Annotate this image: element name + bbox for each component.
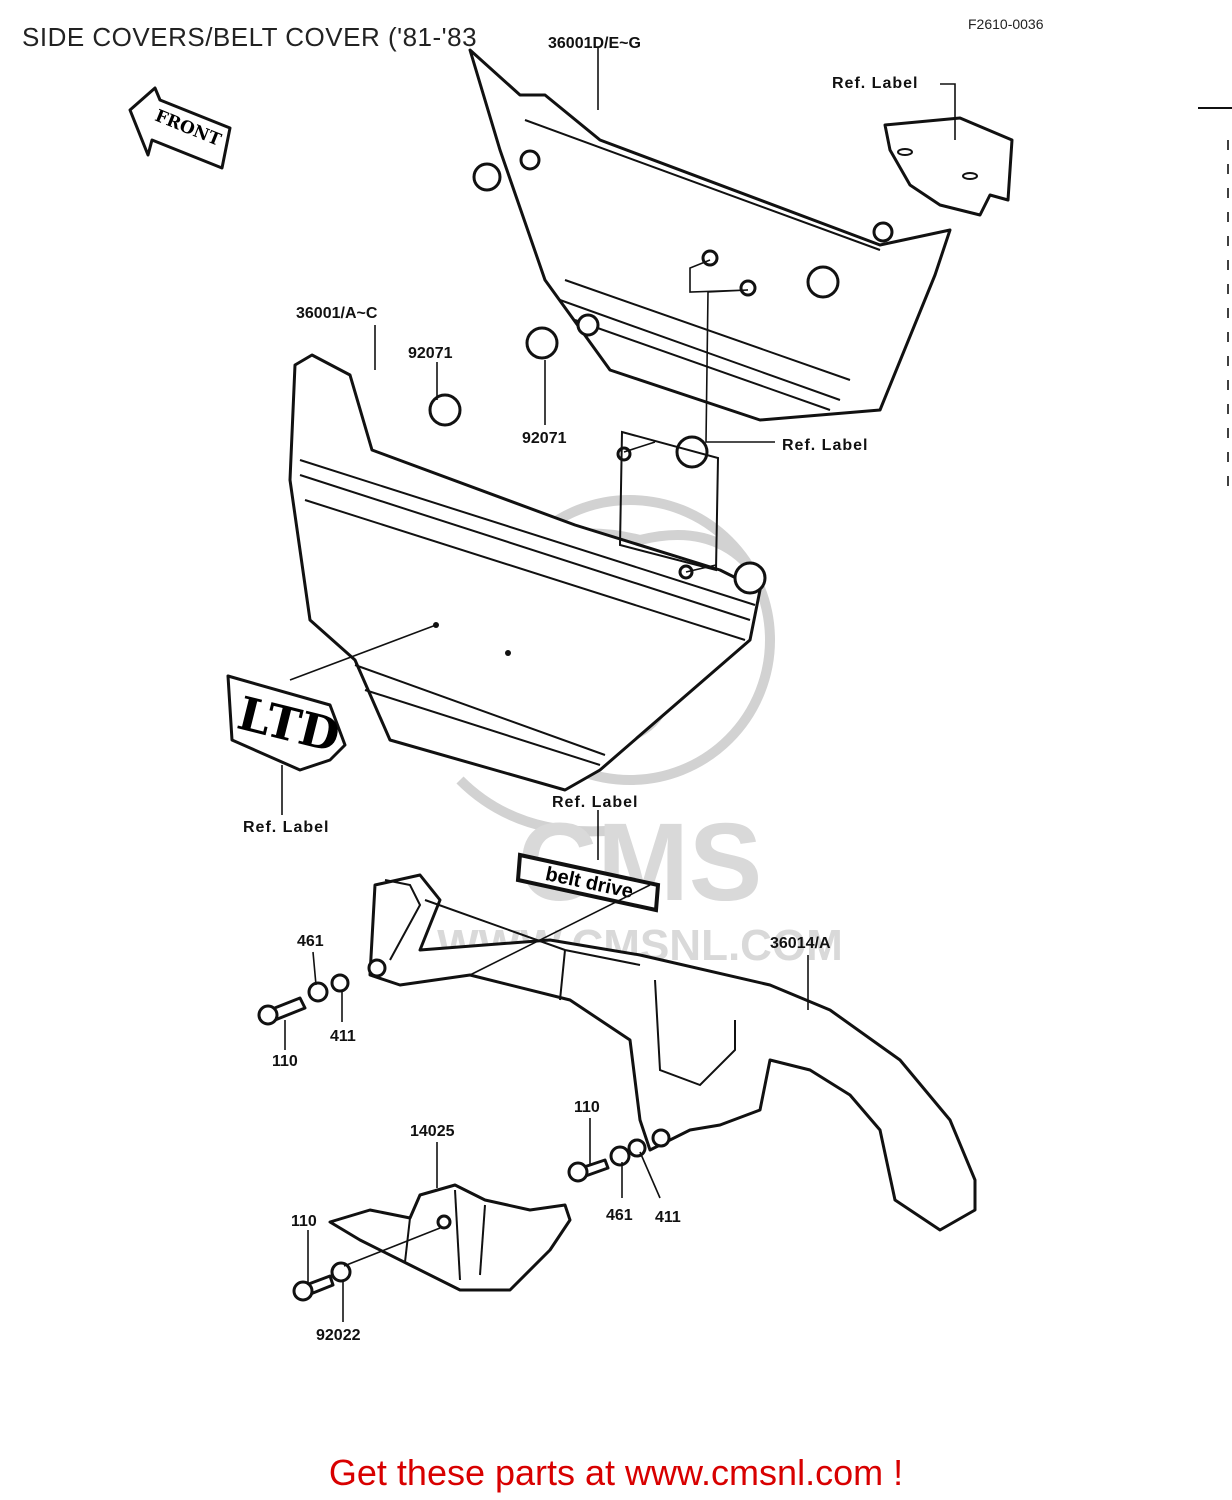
margin-marks [1198,107,1232,500]
side-cover-left [288,326,767,792]
callout-side-cover-left: 36001/A~C [296,305,378,322]
ltd-badge: LTD [226,674,347,772]
fasteners-right [567,1138,647,1183]
callout-side-cover-right: 36001D/E~G [548,35,641,52]
callout-ref-label-top: Ref. Label [832,75,918,92]
callout-ref-label-badge: Ref. Label [243,819,329,836]
cmsnl-promo-link[interactable]: Get these parts at www.cmsnl.com ! [328,1452,904,1493]
callout-bolt-guard: 110 [291,1213,317,1230]
callout-washer-right: 411 [655,1209,681,1226]
ref-label-sheet [618,430,720,572]
callout-labels: 36001D/E~G Ref. Label 36001/A~C 92071 92… [243,35,918,1344]
callout-washer-guard: 92022 [316,1327,361,1344]
callout-ref-label-belt: Ref. Label [552,794,638,811]
chain-guard [328,1183,572,1292]
callout-bolt-right: 110 [574,1099,600,1116]
front-direction-arrow: FRONT [128,86,232,170]
belt-cover [367,873,977,1232]
badge-text: LTD [233,686,346,763]
callout-belt-cover: 36014/A [770,935,831,952]
callout-guard: 14025 [410,1123,455,1140]
callout-grommet-a: 92071 [408,345,453,362]
fasteners-guard [292,1261,352,1302]
side-cover-right [468,48,952,422]
callout-washer-left: 411 [330,1028,356,1045]
callout-nut-right: 461 [606,1207,633,1224]
leader-lines [281,48,956,1322]
figure-code: F2610-0036 [968,16,1044,32]
callout-nut-left: 461 [297,933,324,950]
fasteners-left [257,973,350,1026]
callout-ref-label-mid: Ref. Label [782,437,868,454]
ref-label-plate [883,116,1014,217]
callout-bolt-left: 110 [272,1053,298,1070]
diagram-title: SIDE COVERS/BELT COVER ('81-'83 [22,22,478,52]
callout-grommet-b: 92071 [522,430,567,447]
